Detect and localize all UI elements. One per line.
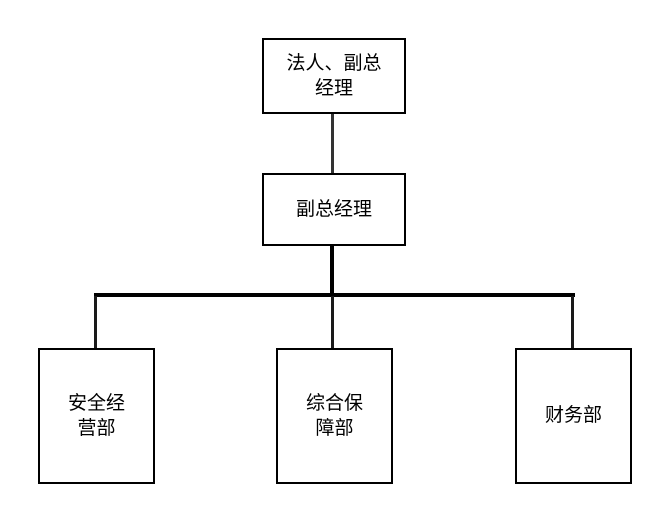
org-node-label: 安全经 营部 xyxy=(67,392,125,439)
org-node-deputy-gm: 副总经理 xyxy=(262,173,406,246)
connector-drop-right xyxy=(571,296,574,349)
org-node-label: 副总经理 xyxy=(295,198,372,220)
org-node-safety-operations-dept: 安全经 营部 xyxy=(38,348,155,484)
connector-top-to-middle xyxy=(331,114,334,174)
connector-drop-left xyxy=(94,296,97,349)
connector-middle-to-branch xyxy=(330,246,334,294)
org-node-label: 法人、副总 经理 xyxy=(286,52,382,99)
connector-horizontal-branch xyxy=(94,293,575,297)
org-node-legal-deputy-gm: 法人、副总 经理 xyxy=(262,38,406,114)
connector-drop-center xyxy=(331,296,334,349)
org-node-finance-dept: 财务部 xyxy=(515,348,632,484)
org-node-label: 财务部 xyxy=(544,405,602,427)
org-node-comprehensive-support-dept: 综合保 障部 xyxy=(276,348,393,484)
org-node-label: 综合保 障部 xyxy=(305,392,363,439)
